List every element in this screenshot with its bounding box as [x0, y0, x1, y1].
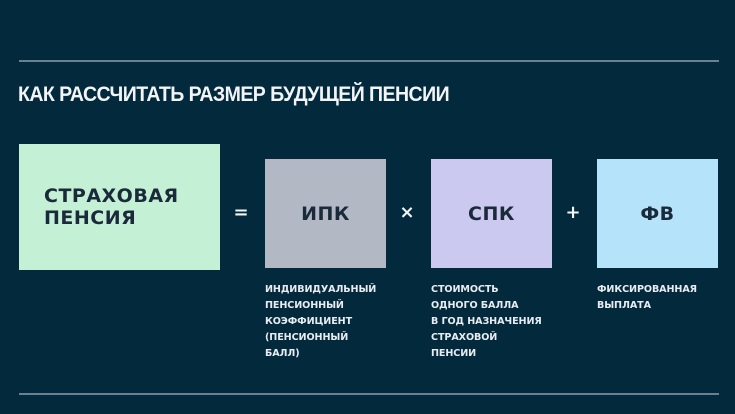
term-box-ipk: ИПК	[265, 159, 386, 268]
caption-line: ПЕНСИОННЫЙ	[265, 300, 344, 311]
term-label-spk: СПК	[468, 202, 515, 225]
caption-line: КОЭФФИЦИЕНТ	[265, 316, 353, 327]
equals-operator: =	[233, 202, 249, 223]
caption-spk: СТОИМОСТЬ ОДНОГО БАЛЛА В ГОД НАЗНАЧЕНИЯ …	[431, 282, 542, 362]
caption-line: ПЕНСИИ	[431, 348, 477, 359]
caption-ipk: ИНДИВИДУАЛЬНЫЙ ПЕНСИОННЫЙ КОЭФФИЦИЕНТ (П…	[265, 282, 376, 362]
caption-line: ФИКСИРОВАННАЯ	[597, 284, 697, 295]
caption-line: СТОИМОСТЬ	[431, 284, 499, 295]
caption-line: БАЛЛ)	[265, 348, 300, 359]
caption-fv: ФИКСИРОВАННАЯ ВЫПЛАТА	[597, 282, 697, 314]
term-box-fv: ФВ	[597, 159, 718, 268]
caption-line: (ПЕНСИОННЫЙ	[265, 332, 349, 343]
caption-line: СТРАХОВОЙ	[431, 332, 498, 343]
term-box-spk: СПК	[431, 159, 552, 268]
caption-line: ОДНОГО БАЛЛА	[431, 300, 519, 311]
term-label-fv: ФВ	[640, 202, 675, 225]
term-label-ipk: ИПК	[301, 202, 350, 225]
result-box-insurance-pension: СТРАХОВАЯ ПЕНСИЯ	[19, 144, 220, 270]
bottom-divider	[19, 393, 719, 395]
caption-line: В ГОД НАЗНАЧЕНИЯ	[431, 316, 542, 327]
times-operator: ×	[399, 202, 415, 223]
caption-line: ИНДИВИДУАЛЬНЫЙ	[265, 284, 377, 295]
result-label: СТРАХОВАЯ ПЕНСИЯ	[44, 185, 179, 229]
page-title: КАК РАССЧИТАТЬ РАЗМЕР БУДУЩЕЙ ПЕНСИИ	[18, 83, 450, 106]
plus-operator: +	[565, 202, 581, 223]
caption-line: ВЫПЛАТА	[597, 300, 651, 311]
top-divider	[19, 60, 719, 62]
